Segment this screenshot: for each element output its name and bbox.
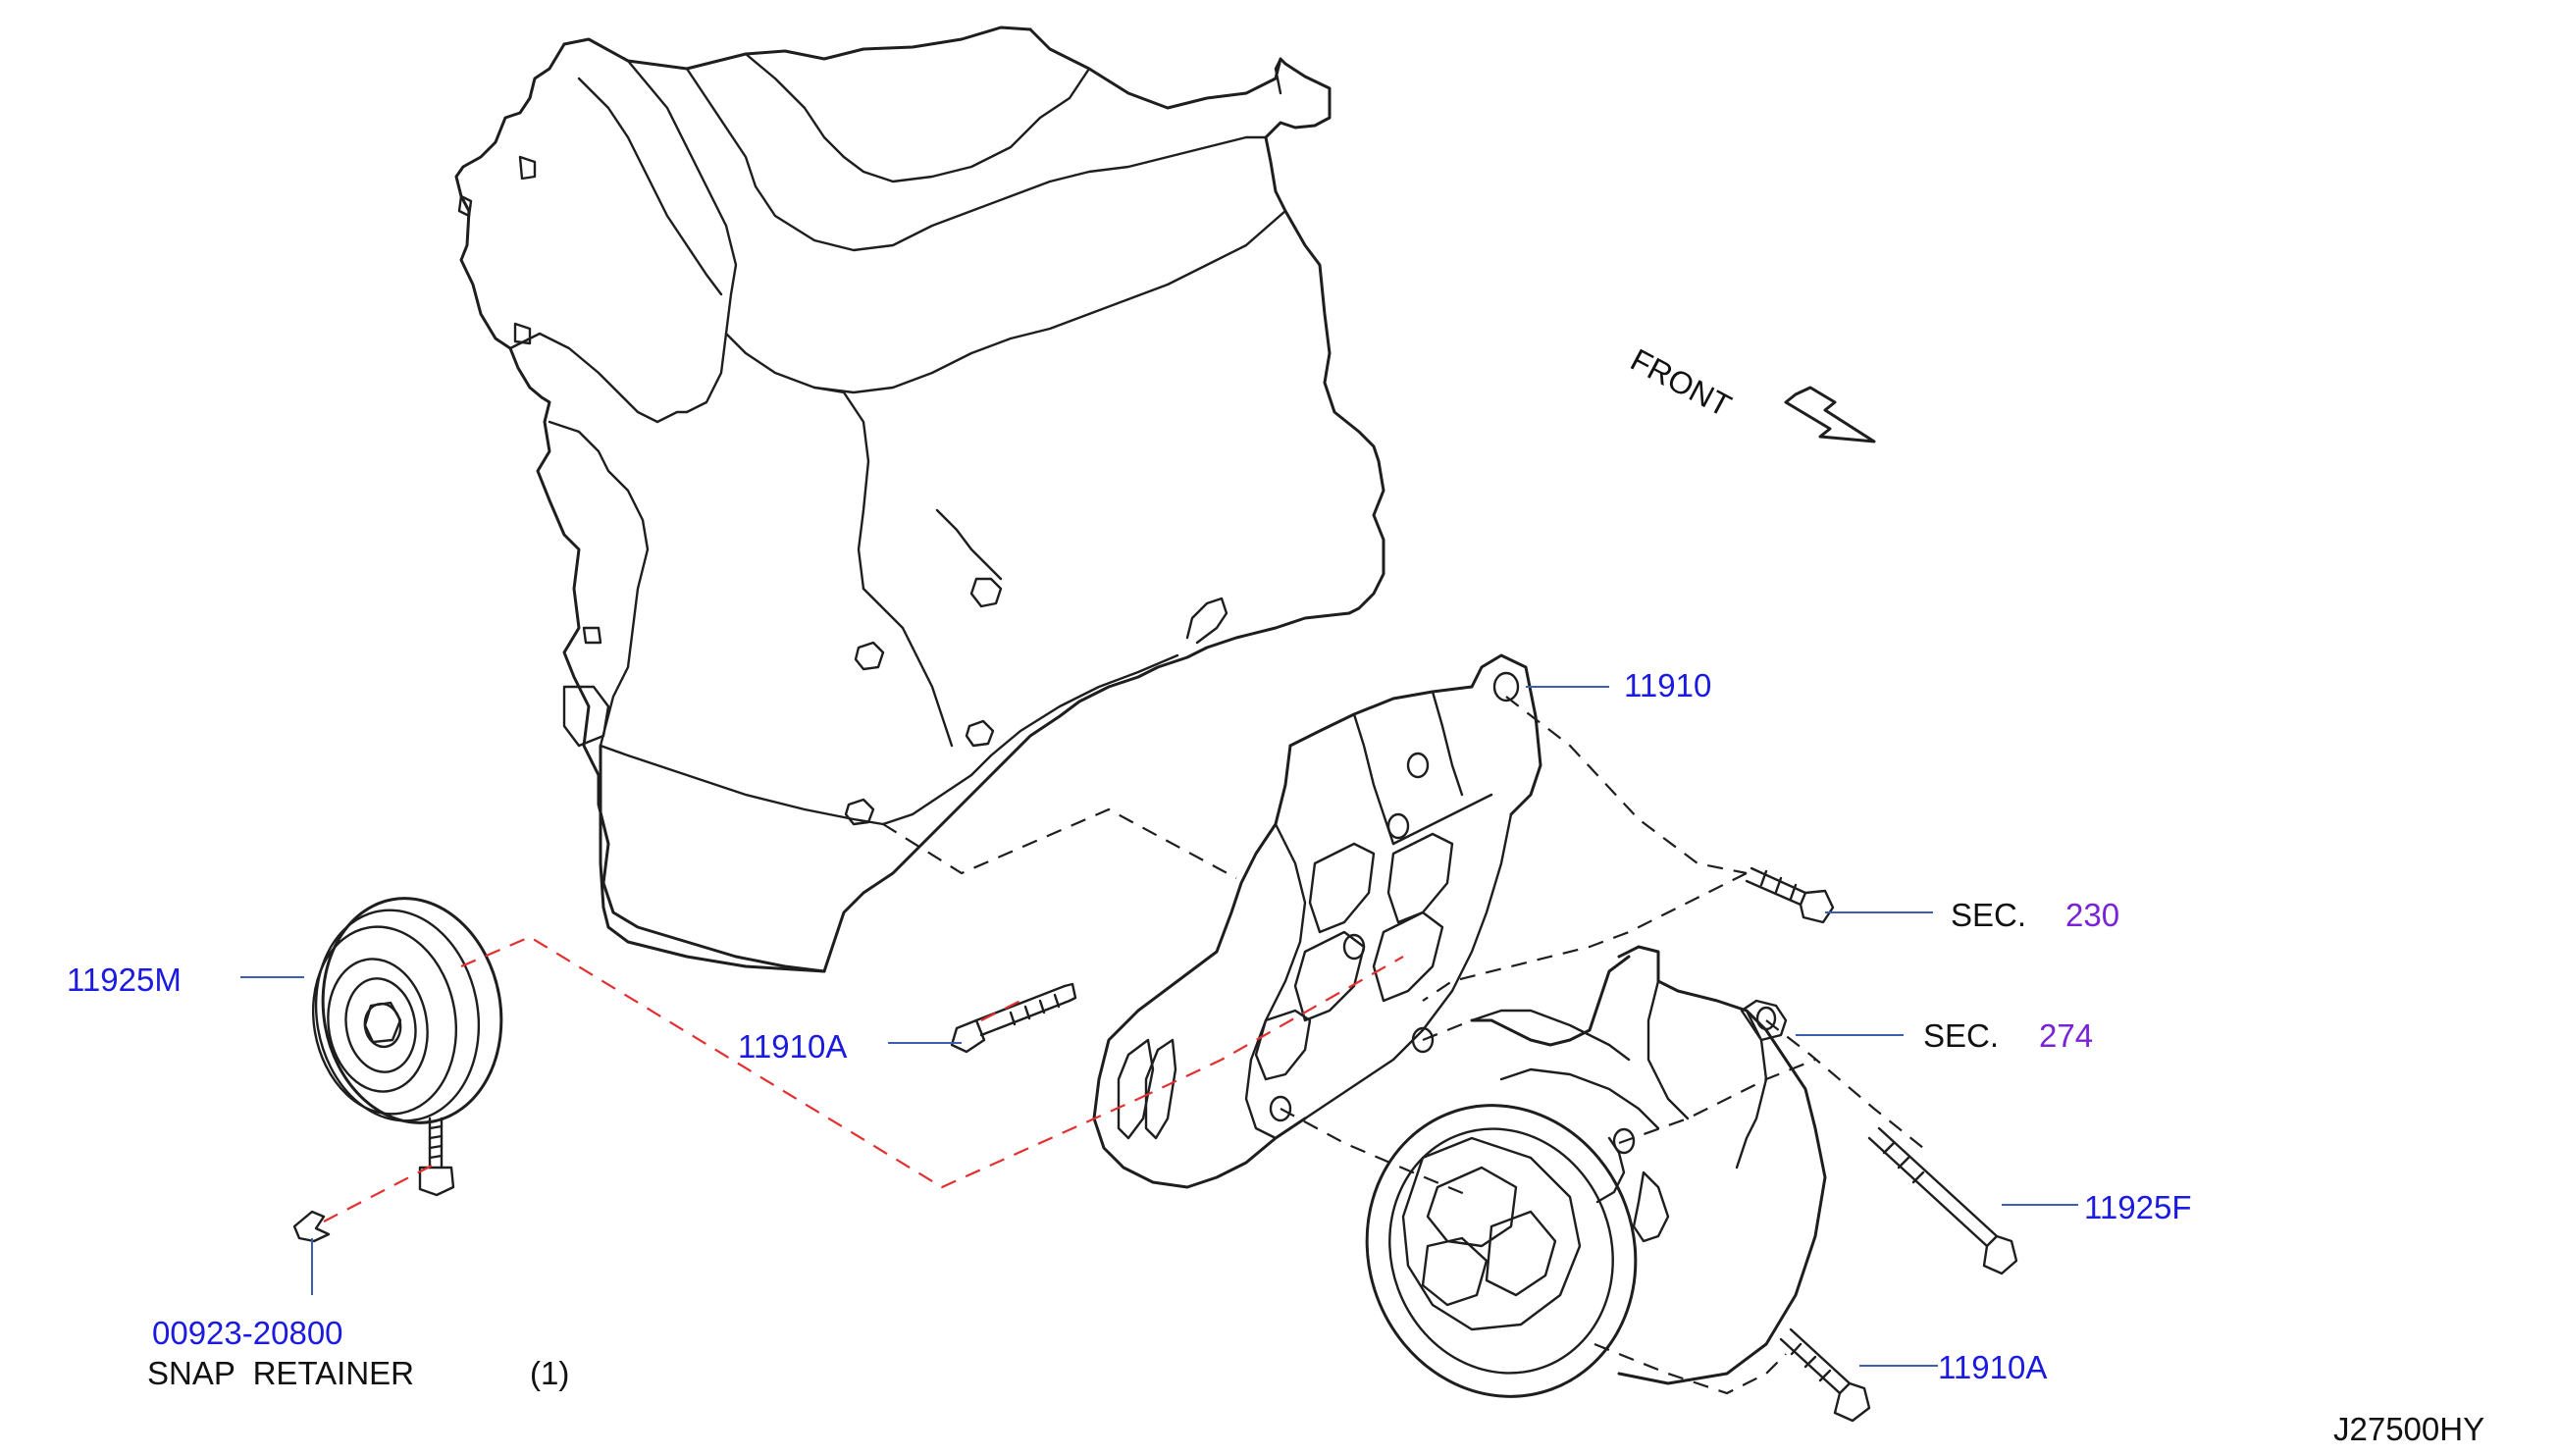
part-number-11910a-bracket: 11910A [738, 1028, 848, 1065]
sec-274-prefix: SEC. [1923, 1017, 2000, 1054]
pulley-bolt [418, 1117, 455, 1197]
bracket-bolt [950, 982, 1077, 1054]
red-dashed-lines [323, 935, 1404, 1222]
part-number-11925m: 11925M [67, 962, 182, 998]
snap-retainer-quantity: (1) [530, 1355, 570, 1391]
ac-compressor [1365, 945, 1827, 1398]
part-number-11910a-lower: 11910A [1938, 1349, 2048, 1385]
sec-230-number: 230 [2065, 897, 2120, 933]
lower-bolt [1779, 1327, 1871, 1423]
compressor-bracket [1092, 653, 1542, 1189]
long-bolt [1867, 1126, 2018, 1275]
assembly-dashed-lines [882, 696, 1924, 1395]
snap-retainer-name: SNAP RETAINER [147, 1355, 415, 1391]
part-number-11910: 11910 [1624, 667, 1712, 703]
front-arrow-icon [1784, 386, 1876, 443]
idler-pulley [311, 897, 503, 1124]
sec230-bolt [1745, 866, 1835, 924]
diagram-id-code: J27500HY [2333, 1411, 2485, 1447]
engine-block [454, 26, 1385, 973]
sec-230-prefix: SEC. [1951, 897, 2027, 933]
snap-retainer [292, 1210, 331, 1243]
sec-274-number: 274 [2039, 1017, 2094, 1054]
leader-lines [240, 686, 2078, 1367]
part-number-00923-20800: 00923-20800 [152, 1315, 343, 1351]
part-number-11925f: 11925F [2084, 1189, 2192, 1225]
